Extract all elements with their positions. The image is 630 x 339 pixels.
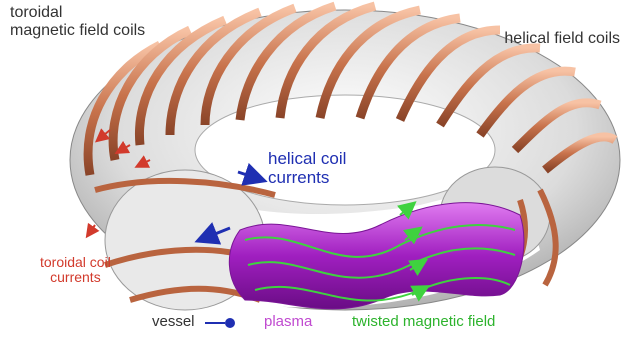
label-toroidal-coil-currents: toroidal coil currents (40, 255, 111, 286)
label-vessel: vessel (152, 314, 195, 331)
label-toroidal-field-coils: toroidal magnetic field coils (10, 4, 145, 39)
label-helical-field-coils: helical field coils (504, 30, 620, 48)
label-twisted-magnetic-field: twisted magnetic field (352, 314, 495, 331)
label-plasma: plasma (264, 314, 312, 331)
vessel-marker (205, 318, 235, 328)
label-helical-coil-currents: helical coil currents (268, 150, 346, 187)
